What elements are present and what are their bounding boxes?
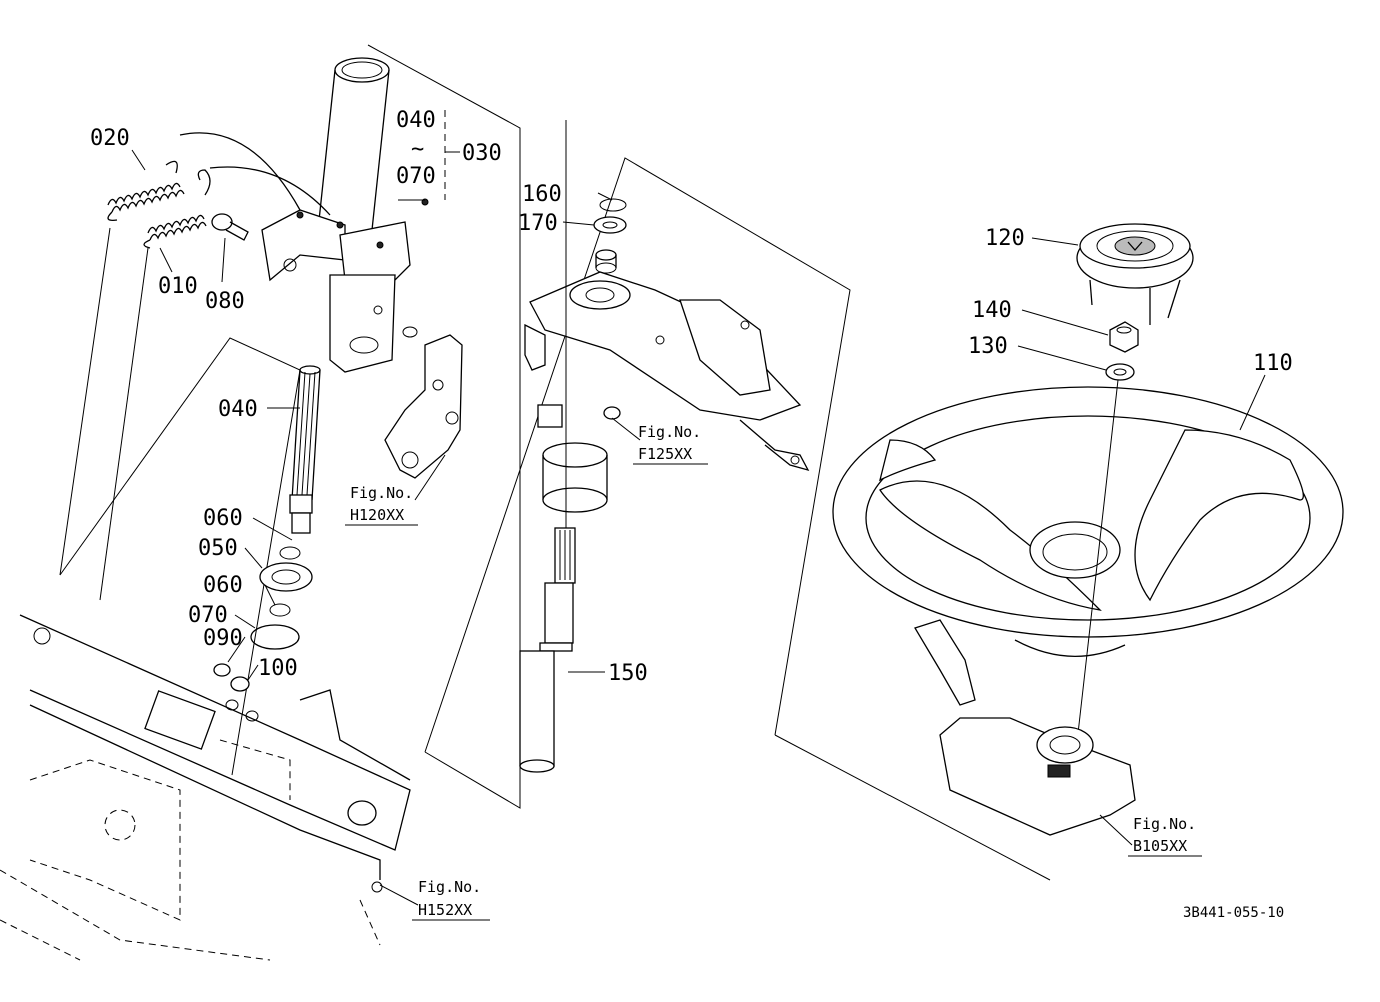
hub-cap-120: [1076, 223, 1194, 325]
figure-ref-b105xx: Fig.No. B105XX: [1128, 815, 1202, 857]
collar-bushing: [542, 442, 608, 513]
figure-ref-h152xx: Fig.No. H152XX: [412, 878, 490, 921]
column-mount-plate: [524, 271, 810, 472]
label-030: 030: [462, 141, 502, 166]
spring-010: [143, 169, 211, 249]
figure-ref-caption: Fig.No.: [350, 484, 413, 502]
document-code: 3B441-055-10: [1183, 905, 1284, 921]
label-040: 040: [218, 397, 258, 422]
nuts-090-100: [213, 663, 259, 722]
figure-ref-caption: Fig.No.: [1133, 815, 1196, 833]
label-010: 010: [158, 274, 198, 299]
label-020: 020: [90, 126, 130, 151]
label-050: 050: [198, 536, 238, 561]
label-060-upper: 060: [203, 506, 243, 531]
label-100: 100: [258, 656, 298, 681]
washers-160-170: [593, 198, 627, 234]
frame-h152xx: [19, 614, 411, 893]
label-080: 080: [205, 289, 245, 314]
splined-shaft-040: [289, 365, 321, 534]
right-panel-outline: [774, 734, 1051, 881]
label-040-range-end: 070: [396, 164, 436, 189]
middle-panel-outline: [424, 157, 851, 753]
label-120: 120: [985, 226, 1025, 251]
figure-ref-h120xx: Fig.No. H120XX: [345, 484, 418, 526]
steering-wheel-110: [832, 386, 1344, 658]
part-number-labels: 020 010 080 040 ~ 070 030 040 060 050 06…: [90, 108, 1293, 686]
snap-rings: [250, 546, 301, 650]
gearbox-b105xx: [914, 619, 1136, 836]
figure-ref-caption: Fig.No.: [638, 423, 701, 441]
figure-ref-f125xx: Fig.No. F125XX: [633, 423, 708, 465]
washer-130: [1074, 363, 1135, 761]
label-130: 130: [968, 334, 1008, 359]
label-040-range-sep: ~: [411, 137, 424, 162]
figure-ref-code: H120XX: [350, 506, 404, 524]
column-bracket: [261, 198, 429, 373]
label-070: 070: [188, 603, 228, 628]
frame-dashed-hidden: [0, 739, 381, 961]
figure-ref-code: H152XX: [418, 901, 472, 919]
spring-hook-wires: [59, 132, 331, 601]
figure-ref-caption: Fig.No.: [418, 878, 481, 896]
steering-shaft-150: [519, 120, 576, 773]
label-040-range-start: 040: [396, 108, 436, 133]
figure-ref-code: B105XX: [1133, 837, 1187, 855]
label-170: 170: [518, 211, 558, 236]
leader-lines: [131, 110, 1266, 906]
bolt-080: [211, 213, 249, 241]
bearing-050: [259, 562, 313, 592]
label-060-lower: 060: [203, 573, 243, 598]
steering-column-tube: [317, 57, 390, 231]
label-150: 150: [608, 661, 648, 686]
label-110: 110: [1253, 351, 1293, 376]
label-140: 140: [972, 298, 1012, 323]
bushing-top: [595, 249, 617, 274]
label-090: 090: [203, 626, 243, 651]
spring-020: [107, 160, 185, 221]
column-clip: [537, 404, 621, 428]
figure-ref-code: F125XX: [638, 445, 692, 463]
label-160: 160: [522, 182, 562, 207]
nut-140: [1109, 321, 1139, 353]
lever-arm: [384, 326, 463, 479]
